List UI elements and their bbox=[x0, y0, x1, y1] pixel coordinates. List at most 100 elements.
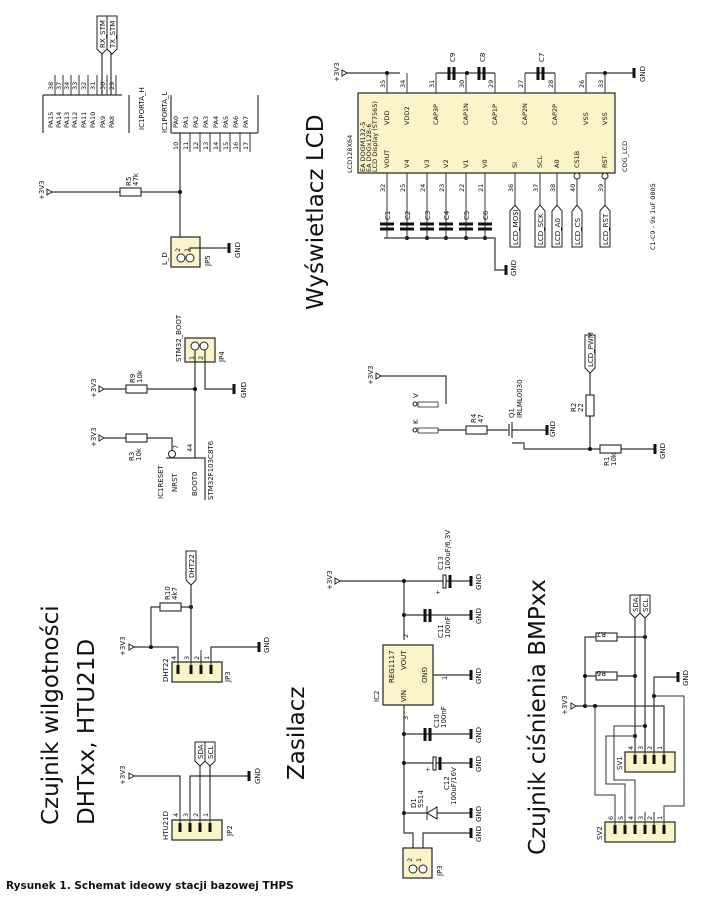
lcd-top-pin-name: CAP1N bbox=[462, 103, 470, 125]
capacitor-c1 bbox=[380, 222, 394, 231]
porta-l-pin-num: 12 bbox=[192, 142, 200, 150]
lcd-section-title: Wyświetlacz LCD bbox=[303, 115, 329, 310]
c7-ref: C7 bbox=[538, 53, 546, 62]
r2-value: 22 bbox=[577, 403, 585, 412]
v33-label: +3V3 bbox=[367, 365, 375, 385]
header-pin bbox=[189, 665, 193, 674]
v33-label: +3V3 bbox=[38, 180, 46, 200]
v33-arrow bbox=[98, 434, 105, 442]
sv1-header bbox=[624, 751, 676, 773]
r6-ref: R6 bbox=[596, 669, 606, 677]
lcd-bottom-pin-num: 39 bbox=[597, 184, 605, 192]
jp4-header bbox=[184, 337, 216, 363]
cap-ref: C2 bbox=[404, 211, 412, 220]
inversion-bubble bbox=[573, 172, 581, 180]
header-pin bbox=[643, 755, 647, 764]
jp5-ref: JP5 bbox=[204, 255, 212, 267]
porta-l-pin-num: 16 bbox=[232, 142, 240, 150]
gnd-label: GND bbox=[240, 382, 248, 398]
bmp-v33-rail bbox=[576, 705, 665, 752]
sv2-sda-wire bbox=[605, 735, 635, 814]
jp3-power-header bbox=[402, 847, 433, 879]
lcd-top-pin-name: CAP2N bbox=[521, 103, 529, 125]
header-pin bbox=[652, 825, 656, 834]
lcd-bottom-pin-num: 25 bbox=[399, 184, 407, 192]
header-pin-num: 4 bbox=[627, 816, 635, 820]
scl-label: SCL bbox=[207, 746, 215, 759]
tx-net-tag bbox=[106, 15, 118, 55]
lcd-bottom-pin-name: V0 bbox=[481, 159, 489, 168]
r7-resistor bbox=[595, 632, 618, 642]
jp3-power-pin1-num: 1 bbox=[415, 858, 423, 862]
jp3-dht-ref: JP3 bbox=[224, 671, 232, 683]
v33-arrow bbox=[375, 372, 382, 380]
lcd-pwm-label: LCD_PWM bbox=[587, 332, 595, 367]
lcd-bottom-pin-name: VOUT bbox=[383, 150, 391, 168]
porta-h-pin-name: PA13 bbox=[63, 112, 71, 128]
header-pin-num: 3 bbox=[637, 816, 645, 820]
lcd-bottom-pin-num: 37 bbox=[532, 184, 540, 192]
porta-l-pin-name: PA5 bbox=[222, 116, 230, 128]
r1-value: 10k bbox=[610, 452, 618, 466]
r10-wire bbox=[150, 606, 191, 647]
jp2-ref: JP2 bbox=[226, 825, 234, 837]
lcd-bottom-pin-name: A0 bbox=[553, 159, 561, 168]
jp3-power-ref: JP3 bbox=[436, 865, 444, 877]
lcd-top-pin-num: 33 bbox=[597, 80, 605, 88]
gnd-label: GND bbox=[659, 443, 667, 459]
sv1-ref: SV1 bbox=[616, 756, 624, 770]
lcd-bottom-pin-name: V1 bbox=[462, 159, 470, 168]
gnd-label: GND bbox=[475, 574, 483, 590]
sda-label: SDA bbox=[632, 597, 640, 612]
r3-value: 10k bbox=[135, 447, 143, 461]
gnd-label: GND bbox=[475, 826, 483, 842]
lcd-top-pin-num: 27 bbox=[517, 80, 525, 88]
junction bbox=[178, 190, 182, 194]
humidity-title-line2: DHTxx, HTU21D bbox=[74, 639, 100, 825]
porta-h-pin-num: 34 bbox=[63, 82, 71, 90]
lcd-module: LCD128X64 EA DOGM132-5 EA DOGx128-6 LCD … bbox=[333, 53, 657, 276]
porta-l-pin-name: PA3 bbox=[202, 116, 210, 128]
lcd-top-pin-name: VSS bbox=[582, 112, 590, 125]
r1-ref: R1 bbox=[603, 457, 611, 466]
lcd-a0-tag bbox=[551, 204, 563, 248]
junction bbox=[588, 447, 592, 451]
c7-capacitor bbox=[536, 67, 545, 80]
header-pin-num: 1 bbox=[656, 816, 664, 820]
c13-capacitor-plus bbox=[442, 574, 447, 589]
cap-ref: C3 bbox=[424, 211, 432, 220]
porta-l-pin-name: PA4 bbox=[212, 116, 220, 128]
porta-l-pin-num: 17 bbox=[242, 142, 250, 150]
dht22-tag bbox=[185, 550, 197, 586]
porta-h-pin-name: PA10 bbox=[89, 112, 97, 128]
lcd-sck-label: LCD_SCK bbox=[537, 213, 545, 245]
cap-ref: C1 bbox=[384, 211, 392, 220]
header-pin bbox=[199, 665, 203, 674]
v33-label: +3V3 bbox=[90, 427, 98, 447]
lcd-top-pin-name: CAP2P bbox=[551, 104, 559, 125]
sv2-gnd-wire bbox=[654, 695, 685, 814]
porta-l-name: IC1PORTA_L bbox=[161, 91, 169, 133]
porta-h-pin-num: 31 bbox=[89, 82, 97, 90]
lcd-desc3: LCD Display (ST7565) bbox=[371, 101, 379, 172]
dht22-net-label: DHT22 bbox=[188, 554, 196, 578]
junction bbox=[603, 71, 607, 75]
header-pin-num: 4 bbox=[170, 656, 178, 660]
lcd-top-pin-name: VDD2 bbox=[403, 106, 411, 125]
porta-l-pin-name: PA1 bbox=[182, 116, 190, 128]
lcd-rst-tag bbox=[599, 204, 611, 248]
header-pin-num: 3 bbox=[637, 746, 645, 750]
lcd-desc1: EA DOGM132-5 bbox=[359, 122, 367, 172]
reg-vin: VIN bbox=[400, 690, 408, 702]
v33-arrow bbox=[128, 772, 135, 780]
header-pin bbox=[613, 825, 617, 834]
c9-capacitor bbox=[447, 67, 456, 80]
porta-h-pin-name: PA15 bbox=[47, 112, 55, 128]
header-pin-num: 2 bbox=[646, 816, 654, 820]
header-pin bbox=[188, 823, 192, 832]
c13-value: 100uF/6,3V bbox=[444, 530, 452, 570]
porta-l-pin-num: 15 bbox=[222, 142, 230, 150]
lcd-bottom-pin-name: V2 bbox=[442, 159, 450, 168]
lcd-rst-label: LCD_RST bbox=[602, 213, 610, 245]
lcd-top-pin-num: 31 bbox=[428, 80, 436, 88]
